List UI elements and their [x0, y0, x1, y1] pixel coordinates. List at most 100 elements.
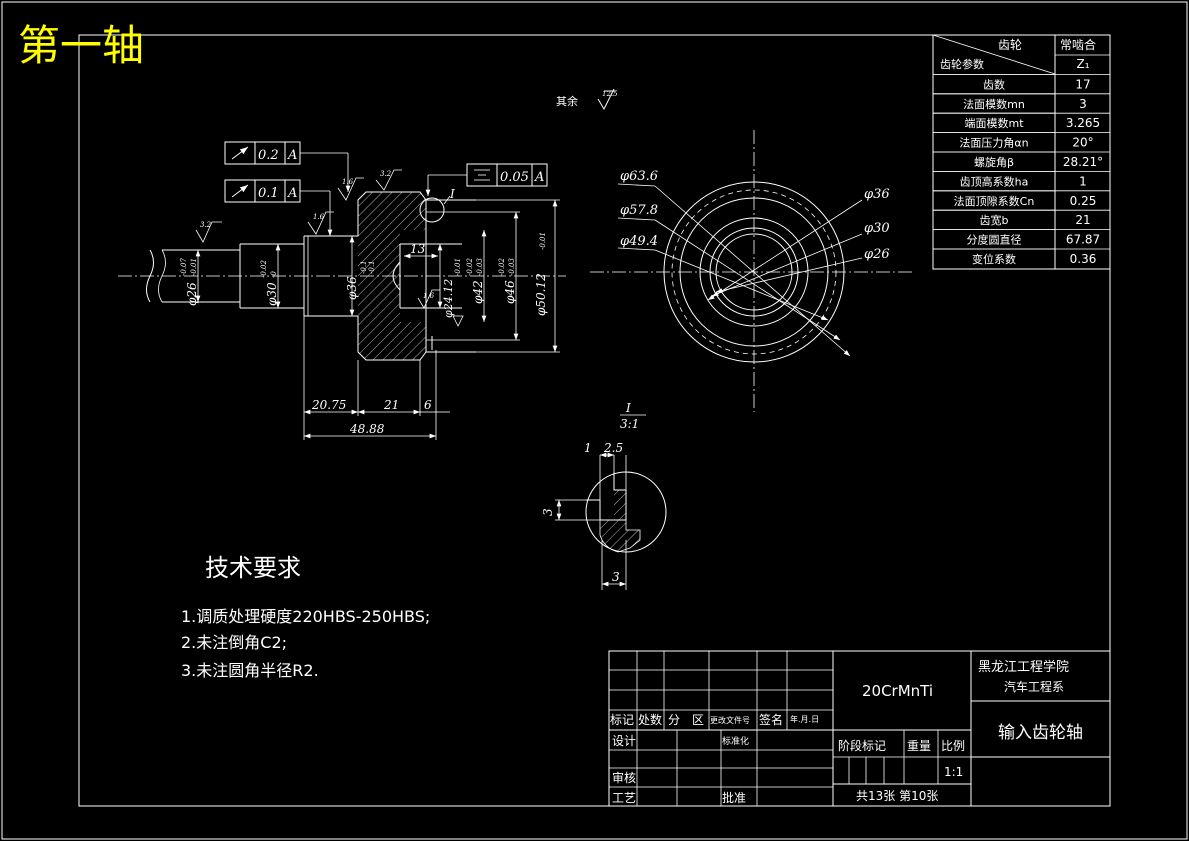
tb-label-design: 设计: [612, 734, 636, 748]
dim-dia1-tol-lower: -0.01: [190, 258, 198, 276]
tolerance-frame-2: 0.1 A: [224, 179, 333, 236]
gear-table-param-name: 变位系数: [972, 252, 1016, 266]
gear-table-param-value: 67.87: [1066, 233, 1100, 247]
roughness-r3: 1.6: [342, 178, 354, 186]
tb-label-zone: 分 区: [668, 713, 704, 727]
tb-department: 汽车工程系: [1004, 679, 1064, 694]
side-dim-d6: φ26: [864, 247, 890, 262]
dim-dia6-tol-lower: -0.03: [508, 258, 516, 276]
tb-sheets: 共13张 第10张: [856, 789, 938, 803]
gear-table-param-value: 1: [1079, 174, 1087, 188]
roughness-other-label: 其余: [556, 94, 578, 108]
tolerance-frame-1: 0.2 A: [224, 141, 351, 192]
gear-table-param-value: 17: [1075, 77, 1090, 91]
dim-dia6: φ46: [503, 280, 517, 304]
side-dim-d4: φ36: [864, 187, 890, 202]
side-dim-d5: φ30: [864, 221, 890, 236]
side-view: φ63.6 φ57.8 φ49.4 φ36 φ30 φ26: [590, 130, 912, 412]
dim-dia6-tol-upper: -0.02: [498, 258, 506, 276]
gear-table-param-value: 0.25: [1070, 194, 1097, 208]
dim-len-total: 48.88: [349, 422, 385, 436]
tech-req-heading: 技术要求: [205, 554, 301, 582]
gear-table-param-name: 齿轮参数: [940, 57, 984, 71]
tb-label-process: 工艺: [612, 791, 636, 805]
side-dim-d3: φ49.4: [620, 234, 658, 249]
gear-table-param-name: 螺旋角β: [974, 155, 1014, 169]
title-block: 标记 处数 分 区 更改文件号 签名 年.月.日 设计 标准化 审核 工艺 批准…: [608, 650, 1111, 807]
gear-table-param-value: 3: [1079, 97, 1087, 111]
detail-dim-1: 1: [584, 441, 592, 455]
dim-dia5-tol-lower: -0.03: [476, 258, 484, 276]
dim-dia3-tol-upper: -0.1: [360, 261, 368, 275]
roughness-r1: 1.6: [313, 213, 325, 221]
tolerance-datum-3: A: [534, 170, 544, 185]
dim-len-small: 13: [410, 242, 426, 256]
gear-table-param-value: 28.21°: [1063, 155, 1103, 169]
dim-len1: 20.75: [311, 398, 346, 412]
gear-table-param-name: 齿顶高系数ha: [960, 174, 1029, 188]
gear-table-param-value: 20°: [1072, 136, 1093, 150]
gear-table-param-value: 3.265: [1066, 116, 1100, 130]
roughness-r2: 3.2: [200, 221, 212, 229]
dim-dia3: φ36: [345, 276, 359, 300]
tb-label-review: 审核: [612, 770, 636, 785]
tb-label-approve: 批准: [722, 790, 746, 805]
gear-table-param-name: 法面模数mn: [963, 97, 1025, 111]
tolerance-value-2: 0.1: [258, 186, 279, 201]
side-dim-d1: φ63.6: [620, 169, 658, 184]
detail-marker-label: I: [449, 187, 455, 201]
gear-table-header-type: 常啮合: [1060, 37, 1096, 52]
dim-dia2-tol-lower: -0: [270, 271, 278, 278]
side-dim-d2: φ57.8: [620, 203, 658, 218]
dim-dia5: φ42: [471, 280, 485, 304]
tb-label-sign: 签名: [759, 712, 783, 727]
roughness-other-value: 12.5: [602, 90, 618, 98]
dim-dia7: φ50.12: [534, 273, 548, 316]
front-length-dims: 20.75 21 6 48.88: [303, 316, 450, 440]
tech-req-item-3: 3.未注圆角半径R2.: [181, 661, 319, 680]
detail-view-scale: 3:1: [620, 417, 639, 431]
tech-req-item-1: 1.调质处理硬度220HBS-250HBS;: [181, 607, 430, 626]
gear-table-param-name: 端面模数mt: [964, 117, 1024, 130]
dim-dia7-tol: -0.01: [539, 232, 547, 250]
dim-dia1: φ26: [185, 282, 199, 306]
dim-dia3-tol-lower: -0.1: [368, 261, 376, 275]
tb-label-standard: 标准化: [722, 735, 749, 747]
inner-frame: [78, 34, 1111, 807]
dim-dia1-tol-upper: -0.07: [180, 258, 188, 276]
gear-table-param-value: 0.36: [1070, 252, 1097, 266]
tolerance-value-1: 0.2: [258, 148, 279, 163]
tolerance-frame-3: 0.05 A: [425, 163, 548, 196]
dim-dia4: φ24.12: [442, 279, 455, 318]
gear-table-param-name: 齿宽b: [980, 213, 1009, 227]
tb-ratio: 1:1: [944, 765, 963, 779]
dim-len3: 6: [424, 398, 432, 412]
tb-label-marks: 标记: [610, 713, 634, 727]
tolerance-datum-1: A: [287, 148, 297, 163]
tb-label-stage: 阶段标记: [838, 738, 886, 753]
tech-req-item-2: 2.未注倒角C2;: [181, 633, 287, 652]
roughness-r5: 1.6: [423, 292, 435, 300]
front-view: I: [118, 187, 566, 361]
roughness-other-icon: [597, 88, 616, 111]
detail-dim-3: 3: [541, 508, 555, 516]
roughness-symbols: 3.2 1.6 1.6 3.2 1.6: [195, 169, 440, 309]
gear-table-param-name: 法面顶隙系数Cn: [954, 194, 1035, 208]
dim-dia2-tol-upper: -0.02: [260, 260, 268, 278]
gear-table-header-gear: 齿轮: [998, 38, 1022, 52]
detail-view-label: I: [625, 401, 631, 415]
gear-table-param-name: 分度圆直径: [967, 233, 1022, 247]
tolerance-datum-2: A: [287, 186, 297, 201]
tb-label-weight: 重量: [907, 739, 931, 753]
detail-view: I 3:1 1 2.5 3 3: [541, 401, 667, 590]
tb-label-ratio: 比例: [941, 739, 965, 753]
detail-dim-4: 3: [612, 570, 620, 584]
tb-part-name: 输入齿轮轴: [998, 723, 1083, 743]
tb-material: 20CrMnTi: [862, 682, 933, 700]
dim-len2: 21: [383, 398, 399, 412]
dim-dia2: φ30: [265, 282, 279, 306]
detail-dim-2: 2.5: [603, 441, 623, 455]
